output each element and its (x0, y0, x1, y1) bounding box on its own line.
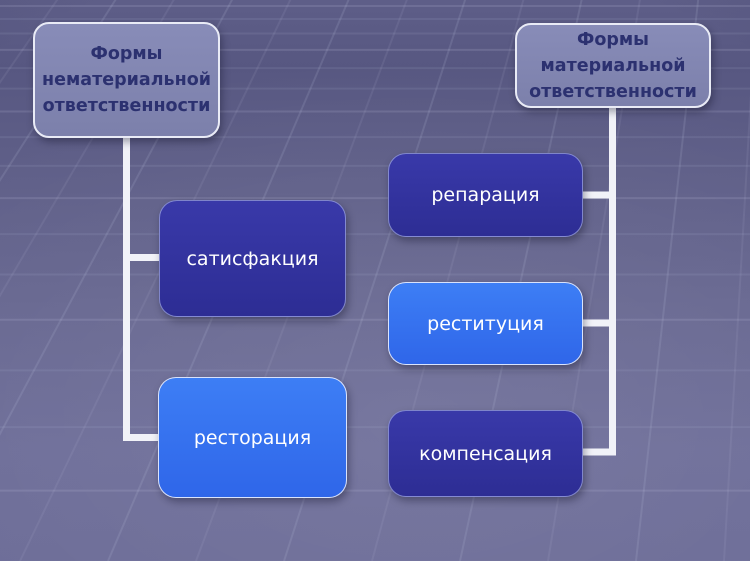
item-box-restoration: ресторация (158, 377, 347, 498)
connector-right-trunk (583, 106, 616, 456)
grid-line (19, 0, 292, 561)
grid-line (547, 0, 641, 561)
header-box-nonmaterial-label: Формы нематериальной ответственности (42, 44, 211, 116)
grid-line (635, 0, 700, 561)
item-box-satisfaction: сатисфакция (159, 200, 346, 317)
item-box-reparation: репарация (388, 153, 583, 237)
item-box-satisfaction-label: сатисфакция (186, 247, 319, 270)
grid-line (283, 0, 467, 561)
header-box-nonmaterial: Формы нематериальной ответственности (33, 22, 220, 138)
item-box-reparation-label: репарация (431, 184, 540, 206)
item-box-restitution: реституция (388, 282, 583, 365)
item-box-restoration-label: ресторация (193, 426, 312, 449)
connector-left-trunk (123, 136, 159, 441)
grid-line (723, 93, 750, 561)
item-box-compensation-label: компенсация (419, 442, 552, 465)
item-box-restitution-label: реституция (427, 312, 544, 335)
header-box-material: Формы материальной ответственности (515, 23, 711, 108)
header-box-material-label: Формы материальной ответственности (529, 29, 697, 102)
item-box-compensation: компенсация (388, 410, 583, 497)
